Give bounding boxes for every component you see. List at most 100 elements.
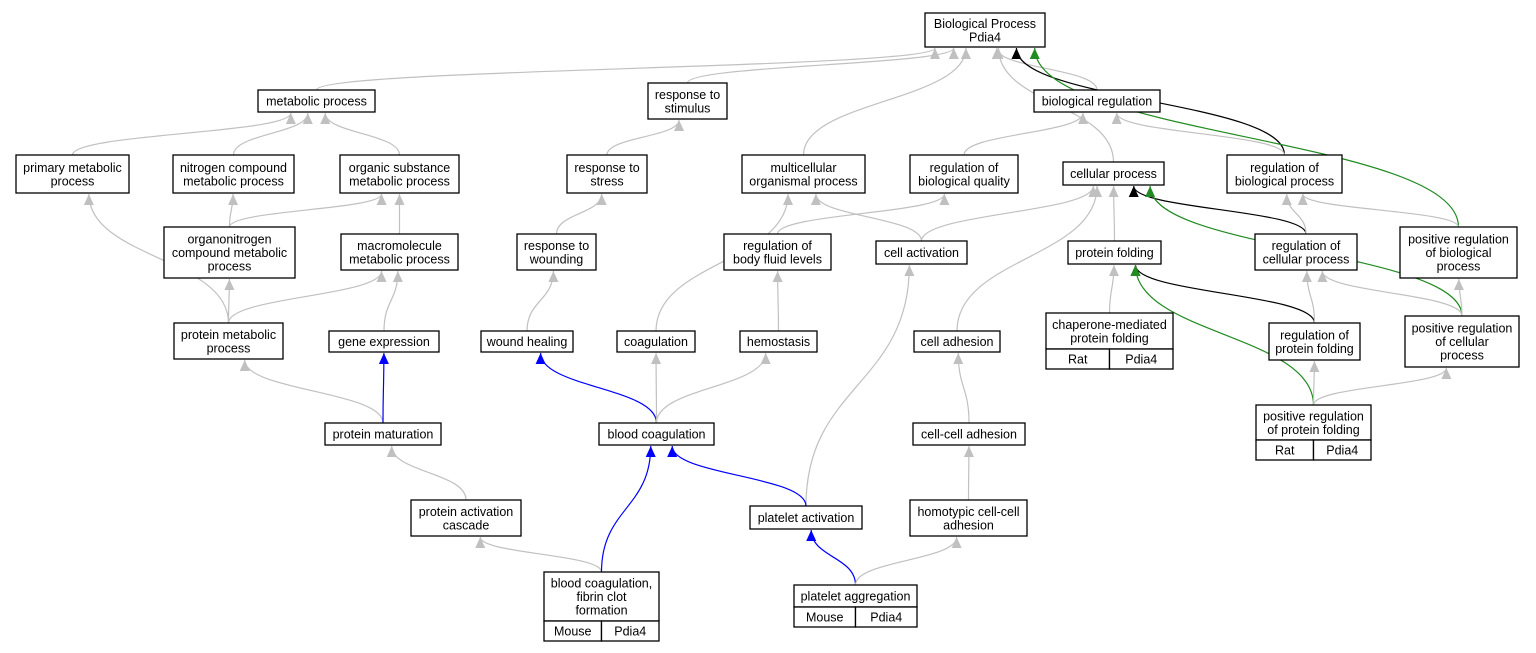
edge-cascade-to-maturation (386, 445, 467, 501)
edge-celladh-to-cellular (956, 185, 1103, 332)
node-geneexpr[interactable]: gene expression (328, 330, 440, 353)
node-box (1226, 154, 1343, 194)
node-coag[interactable]: coagulation (616, 330, 696, 353)
node-label: response to (655, 88, 720, 102)
node-label: cell activation (884, 246, 959, 260)
node-label: multicellular (771, 161, 837, 175)
node-label: wounding (529, 252, 584, 266)
node-label: biological regulation (1042, 95, 1153, 109)
node-label: Biological Process (934, 17, 1036, 31)
node-hemo[interactable]: hemostasis (739, 330, 818, 353)
node-label: response to (574, 161, 639, 175)
edge-plateletact-to-cellact (805, 264, 915, 507)
node-folding[interactable]: protein folding (1067, 240, 1162, 265)
node-label: platelet activation (758, 511, 855, 525)
node-label: platelet aggregation (801, 590, 911, 604)
node-fibrin[interactable]: blood coagulation,fibrin clotformationMo… (543, 571, 660, 642)
edge-posregfold-to-regfold (1309, 360, 1320, 406)
node-label: protein metabolic (181, 328, 276, 342)
edge-multicell-to-bp (802, 47, 971, 156)
node-cellcell[interactable]: cell-cell adhesion (912, 422, 1026, 446)
node-label: cellular process (1070, 167, 1157, 181)
node-box (875, 240, 968, 265)
node-label: of biological (1425, 246, 1491, 260)
node-box (173, 322, 284, 360)
node-label: macromolecule (357, 239, 442, 253)
node-cellular[interactable]: cellular process (1062, 161, 1165, 186)
node-bloodcoag[interactable]: blood coagulation (598, 422, 715, 446)
node-box (410, 499, 522, 537)
node-bioreg[interactable]: biological regulation (1033, 89, 1161, 113)
node-label: blood coagulation, (551, 577, 652, 591)
node-label: protein folding (1275, 342, 1354, 356)
edge-cellact-to-multicell (810, 193, 923, 242)
node-woundheal[interactable]: wound healing (480, 330, 574, 353)
node-label: response to (524, 239, 589, 253)
node-label: protein maturation (333, 428, 434, 442)
node-box (172, 154, 295, 194)
edge-posregfold-to-posregcell (1312, 367, 1452, 406)
node-label: metabolic process (349, 174, 450, 188)
edge-regbioproc-to-bioreg (1111, 112, 1286, 156)
node-label: biological quality (918, 174, 1010, 188)
node-label: organismal process (749, 174, 857, 188)
node-maturation[interactable]: protein maturation (324, 422, 442, 446)
node-label: homotypic cell-cell (917, 505, 1019, 519)
edge-stress-to-stimulus (606, 119, 685, 156)
edge-posregcell-to-regcell (1317, 270, 1463, 317)
gene-tag-cell (854, 606, 918, 628)
node-metabolic[interactable]: metabolic process (257, 89, 376, 113)
node-label: of protein folding (1267, 423, 1359, 437)
node-label: process (208, 260, 252, 274)
node-plateletact[interactable]: platelet activation (749, 505, 863, 530)
node-box (1254, 233, 1358, 271)
node-box (1255, 404, 1372, 441)
node-label: fibrin clot (576, 590, 627, 604)
node-celladh[interactable]: cell adhesion (913, 330, 1001, 353)
edge-maturation-to-proteinmet (239, 359, 384, 424)
edge-coag-to-multicell (655, 193, 793, 332)
node-box (328, 330, 440, 353)
gene-tag: Pdia4 (614, 625, 646, 639)
node-label: regulation of (930, 161, 999, 175)
species-tag: Rat (1068, 353, 1088, 367)
edge-primary-to-metabolic (71, 112, 296, 156)
edge-chaperone-to-folding (1108, 264, 1119, 314)
node-box (340, 233, 459, 271)
node-box (1045, 312, 1174, 350)
node-box (1067, 240, 1162, 265)
edge-regbioqual-to-bioreg (963, 112, 1088, 156)
node-label: formation (575, 604, 627, 618)
node-label: metabolic process (266, 95, 367, 109)
node-label: of cellular (1435, 335, 1489, 349)
node-box (1062, 161, 1165, 186)
node-box (163, 226, 296, 279)
node-cellact[interactable]: cell activation (875, 240, 968, 265)
